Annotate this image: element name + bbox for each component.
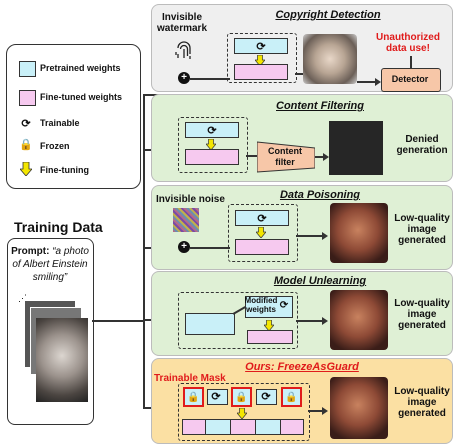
legend-frozen-label: Frozen xyxy=(40,141,70,151)
sync-icon: ⟳ xyxy=(279,299,289,311)
sync-icon: ⟳ xyxy=(257,212,267,225)
ours-title: Ours: FreezeAsGuard xyxy=(245,361,359,373)
unauthorized-label: Unauthorized data use! xyxy=(376,32,440,54)
content-filter-label: Content filter xyxy=(268,146,302,167)
ours-cell-2 xyxy=(205,419,231,435)
copyright-flow-3 xyxy=(357,81,377,83)
legend-finetuned-swatch xyxy=(19,90,36,106)
poison-result-label: Low-quality image generated xyxy=(394,213,450,246)
prompt-label: Prompt: xyxy=(11,246,50,257)
mask-label: Trainable Mask xyxy=(154,373,226,384)
legend-pretrained-label: Pretrained weights xyxy=(40,63,121,73)
poison-model-group xyxy=(228,204,298,262)
prompt-quote: “a photo of Albert Einstein smiling” xyxy=(12,246,89,283)
ours-model-group xyxy=(178,383,310,441)
noise-label: Invisible noise xyxy=(156,194,225,205)
down-arrow-icon xyxy=(236,406,248,420)
plus-circle-icon: + xyxy=(178,241,190,253)
detector-box xyxy=(381,68,441,92)
lowquality-image xyxy=(330,290,388,350)
mask-cell-3: 🔒 xyxy=(231,387,252,407)
ours-cell-1 xyxy=(182,419,206,435)
poison-pretrained-block xyxy=(235,210,289,226)
ours-cell-3 xyxy=(230,419,256,435)
einstein-photo xyxy=(36,318,88,402)
image-stack-dots: ⋰ xyxy=(18,293,27,303)
copyright-flow-2 xyxy=(295,73,305,75)
prompt-text: Prompt: “a photo of Albert Einstein smil… xyxy=(10,245,90,284)
detector-up-line xyxy=(410,56,412,68)
content-flow-2 xyxy=(315,156,325,158)
unlearn-finetuned-block xyxy=(247,330,293,344)
down-arrow-icon xyxy=(205,137,217,151)
copyright-model-group xyxy=(227,33,297,83)
poison-flow-2 xyxy=(296,235,324,237)
training-box xyxy=(7,238,94,425)
training-heading: Training Data xyxy=(14,219,103,235)
sync-icon: ⟳ xyxy=(261,390,271,403)
content-pretrained-block xyxy=(185,122,239,138)
down-arrow-icon xyxy=(255,225,267,239)
copyright-pretrained-block xyxy=(234,38,288,54)
noise-image xyxy=(173,208,199,232)
sync-icon: ⟳ xyxy=(211,390,221,403)
modified-weights-box xyxy=(245,296,293,318)
content-flow-1 xyxy=(246,155,258,157)
legend-finetuned-label: Fine-tuned weights xyxy=(40,92,122,102)
legend-trainable-label: Trainable xyxy=(40,118,80,128)
lock-icon: 🔒 xyxy=(235,391,248,403)
content-finetuned-block xyxy=(185,149,239,165)
content-model-group xyxy=(178,117,248,173)
poison-title: Data Poisoning xyxy=(279,189,361,201)
lowquality-image xyxy=(330,377,388,439)
sync-icon: ⟳ xyxy=(21,117,31,130)
mask-cell-2 xyxy=(207,389,228,405)
ours-flow xyxy=(308,410,324,412)
unlearn-arrow xyxy=(322,317,328,325)
poison-finetuned-block xyxy=(235,239,289,255)
ours-result-label: Low-quality image generated xyxy=(394,386,450,419)
copyright-title: Copyright Detection xyxy=(275,9,381,21)
black-image xyxy=(329,121,383,175)
mask-cell-4 xyxy=(256,389,277,405)
modified-label: Modified weights xyxy=(244,296,278,314)
connector-main xyxy=(92,320,143,322)
unlearn-pretrained-block xyxy=(185,313,235,335)
lock-icon: 🔒 xyxy=(19,139,33,151)
mask-cell-5: 🔒 xyxy=(281,387,302,407)
unlearn-result-label: Low-quality image generated xyxy=(394,298,450,331)
poison-flow-1 xyxy=(190,247,230,249)
down-arrow-icon xyxy=(254,53,266,67)
legend-finetuning-label: Fine-tuning xyxy=(40,165,89,175)
connector-vertical xyxy=(143,94,145,408)
unlearn-title: Model Unlearning xyxy=(273,275,367,287)
sync-icon: ⟳ xyxy=(256,40,266,53)
detector-label: Detector xyxy=(391,74,429,84)
copyright-finetuned-block xyxy=(234,64,288,80)
down-arrow-icon xyxy=(263,318,275,332)
down-arrow-icon xyxy=(19,161,33,177)
lock-icon: 🔒 xyxy=(187,391,200,403)
watermark-label: Invisible watermark xyxy=(156,12,208,34)
lowquality-image xyxy=(330,203,388,263)
fingerprint-icon xyxy=(174,40,194,64)
poison-panel xyxy=(151,185,453,270)
einstein-generated-image xyxy=(303,34,357,84)
ours-cell-5 xyxy=(280,419,304,435)
copyright-arrow-3 xyxy=(375,78,381,86)
sync-icon: ⟳ xyxy=(207,124,217,137)
content-title: Content Filtering xyxy=(276,100,364,112)
legend-box xyxy=(6,44,141,189)
ours-arrow xyxy=(322,407,328,415)
lock-icon: 🔒 xyxy=(285,391,298,403)
poison-arrow-2 xyxy=(322,232,328,240)
denied-label: Denied generation xyxy=(396,134,448,156)
legend-pretrained-swatch xyxy=(19,61,36,77)
plus-circle-icon: + xyxy=(178,72,190,84)
copyright-flow-1 xyxy=(190,78,230,80)
mask-cell-1: 🔒 xyxy=(183,387,204,407)
ours-cell-4 xyxy=(255,419,281,435)
content-arrow-2 xyxy=(323,153,329,161)
unlearn-flow xyxy=(296,320,324,322)
